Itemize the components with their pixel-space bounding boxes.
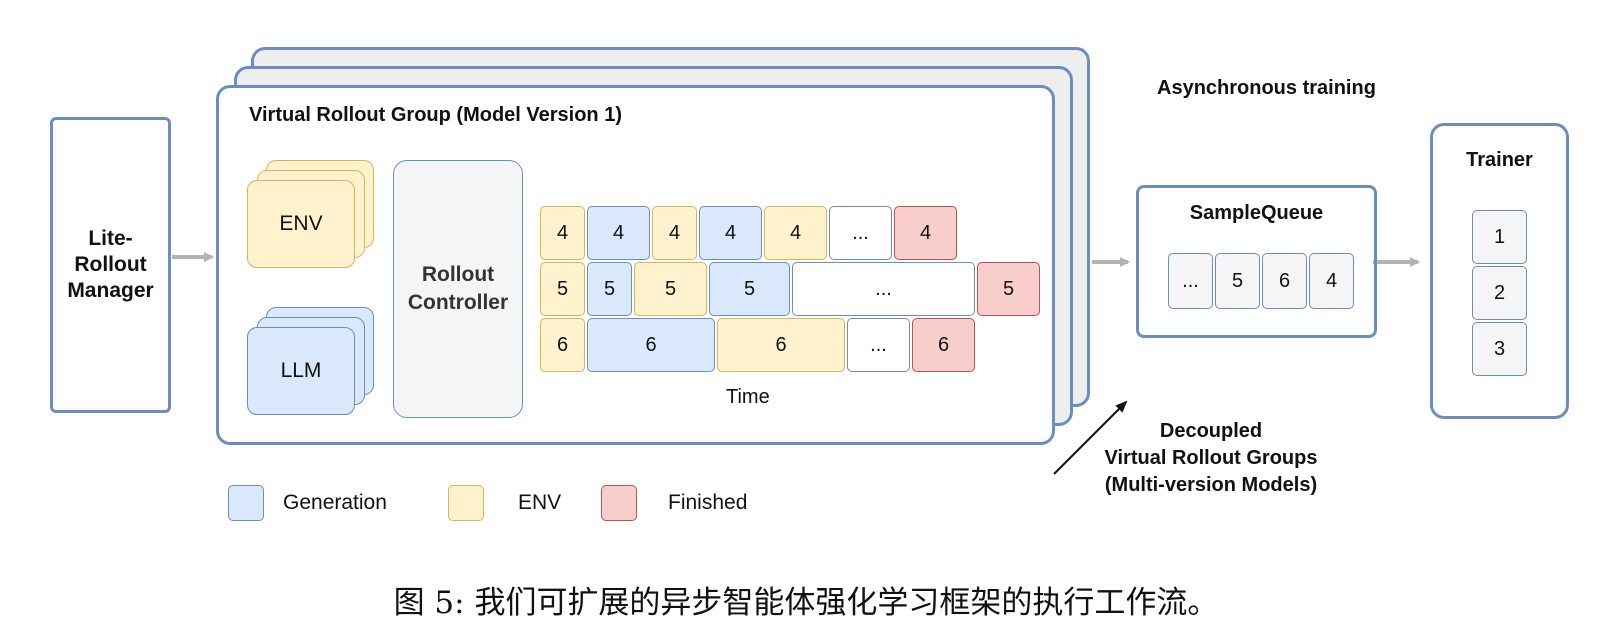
timeline-cell-generation: 4 — [587, 206, 650, 260]
figure-caption: 图 5: 我们可扩展的异步智能体强化学习框架的执行工作流。 — [393, 585, 1219, 621]
timeline-cell-env: 4 — [540, 206, 585, 260]
timeline-cell-generation: 5 — [587, 262, 632, 316]
timeline-cell-env: 6 — [717, 318, 845, 372]
sample-queue-title: SampleQueue — [1189, 202, 1324, 224]
legend-swatch-finished — [601, 485, 637, 521]
queue-item: 4 — [1309, 253, 1354, 309]
timeline-cell-env: 5 — [540, 262, 585, 316]
timeline-cell-ellipsis: ... — [792, 262, 975, 316]
trainer-item: 2 — [1472, 266, 1527, 320]
timeline-cell-generation: 4 — [699, 206, 762, 260]
legend-label-generation: Generation — [283, 491, 387, 514]
queue-item: ... — [1168, 253, 1213, 309]
decoupled-groups-label: Decoupled Virtual Rollout Groups (Multi-… — [1104, 420, 1318, 496]
trainer-item: 1 — [1472, 210, 1527, 264]
env-box-label: ENV — [279, 212, 323, 235]
llm-box-label: LLM — [280, 359, 322, 382]
timeline-cell-env: 4 — [764, 206, 827, 260]
timeline-cell-ellipsis: ... — [847, 318, 910, 372]
rollout-controller-label: Rollout Controller — [407, 263, 509, 314]
rollout-controller-box: Rollout Controller — [393, 160, 523, 418]
trainer-box — [1430, 123, 1569, 419]
timeline-cell-env: 6 — [540, 318, 585, 372]
legend-label-env: ENV — [518, 491, 562, 514]
lite-rollout-manager-box: Lite- Rollout Manager — [50, 117, 171, 413]
trainer-title: Trainer — [1466, 149, 1533, 171]
time-label: Time — [726, 386, 770, 408]
timeline-cell-generation: 6 — [587, 318, 715, 372]
lite-rollout-manager-label: Lite- Rollout Manager — [67, 227, 154, 302]
timeline-cell-finished: 4 — [894, 206, 957, 260]
timeline-cell-env: 5 — [634, 262, 707, 316]
legend-label-finished: Finished — [668, 491, 748, 514]
queue-item: 6 — [1262, 253, 1307, 309]
decoupled-arrow — [1053, 400, 1128, 475]
async-training-label: Asynchronous training — [1157, 77, 1376, 99]
llm-box: LLM — [247, 327, 355, 415]
rollout-group-title: Virtual Rollout Group (Model Version 1) — [249, 104, 622, 126]
timeline-cell-env: 4 — [652, 206, 697, 260]
legend-swatch-env — [448, 485, 484, 521]
env-box: ENV — [247, 180, 355, 268]
timeline-cell-finished: 5 — [977, 262, 1040, 316]
queue-item: 5 — [1215, 253, 1260, 309]
trainer-item: 3 — [1472, 322, 1527, 376]
timeline-cell-ellipsis: ... — [829, 206, 892, 260]
legend-swatch-generation — [228, 485, 264, 521]
sample-queue-box — [1136, 185, 1377, 338]
timeline-cell-finished: 6 — [912, 318, 975, 372]
timeline-cell-generation: 5 — [709, 262, 790, 316]
